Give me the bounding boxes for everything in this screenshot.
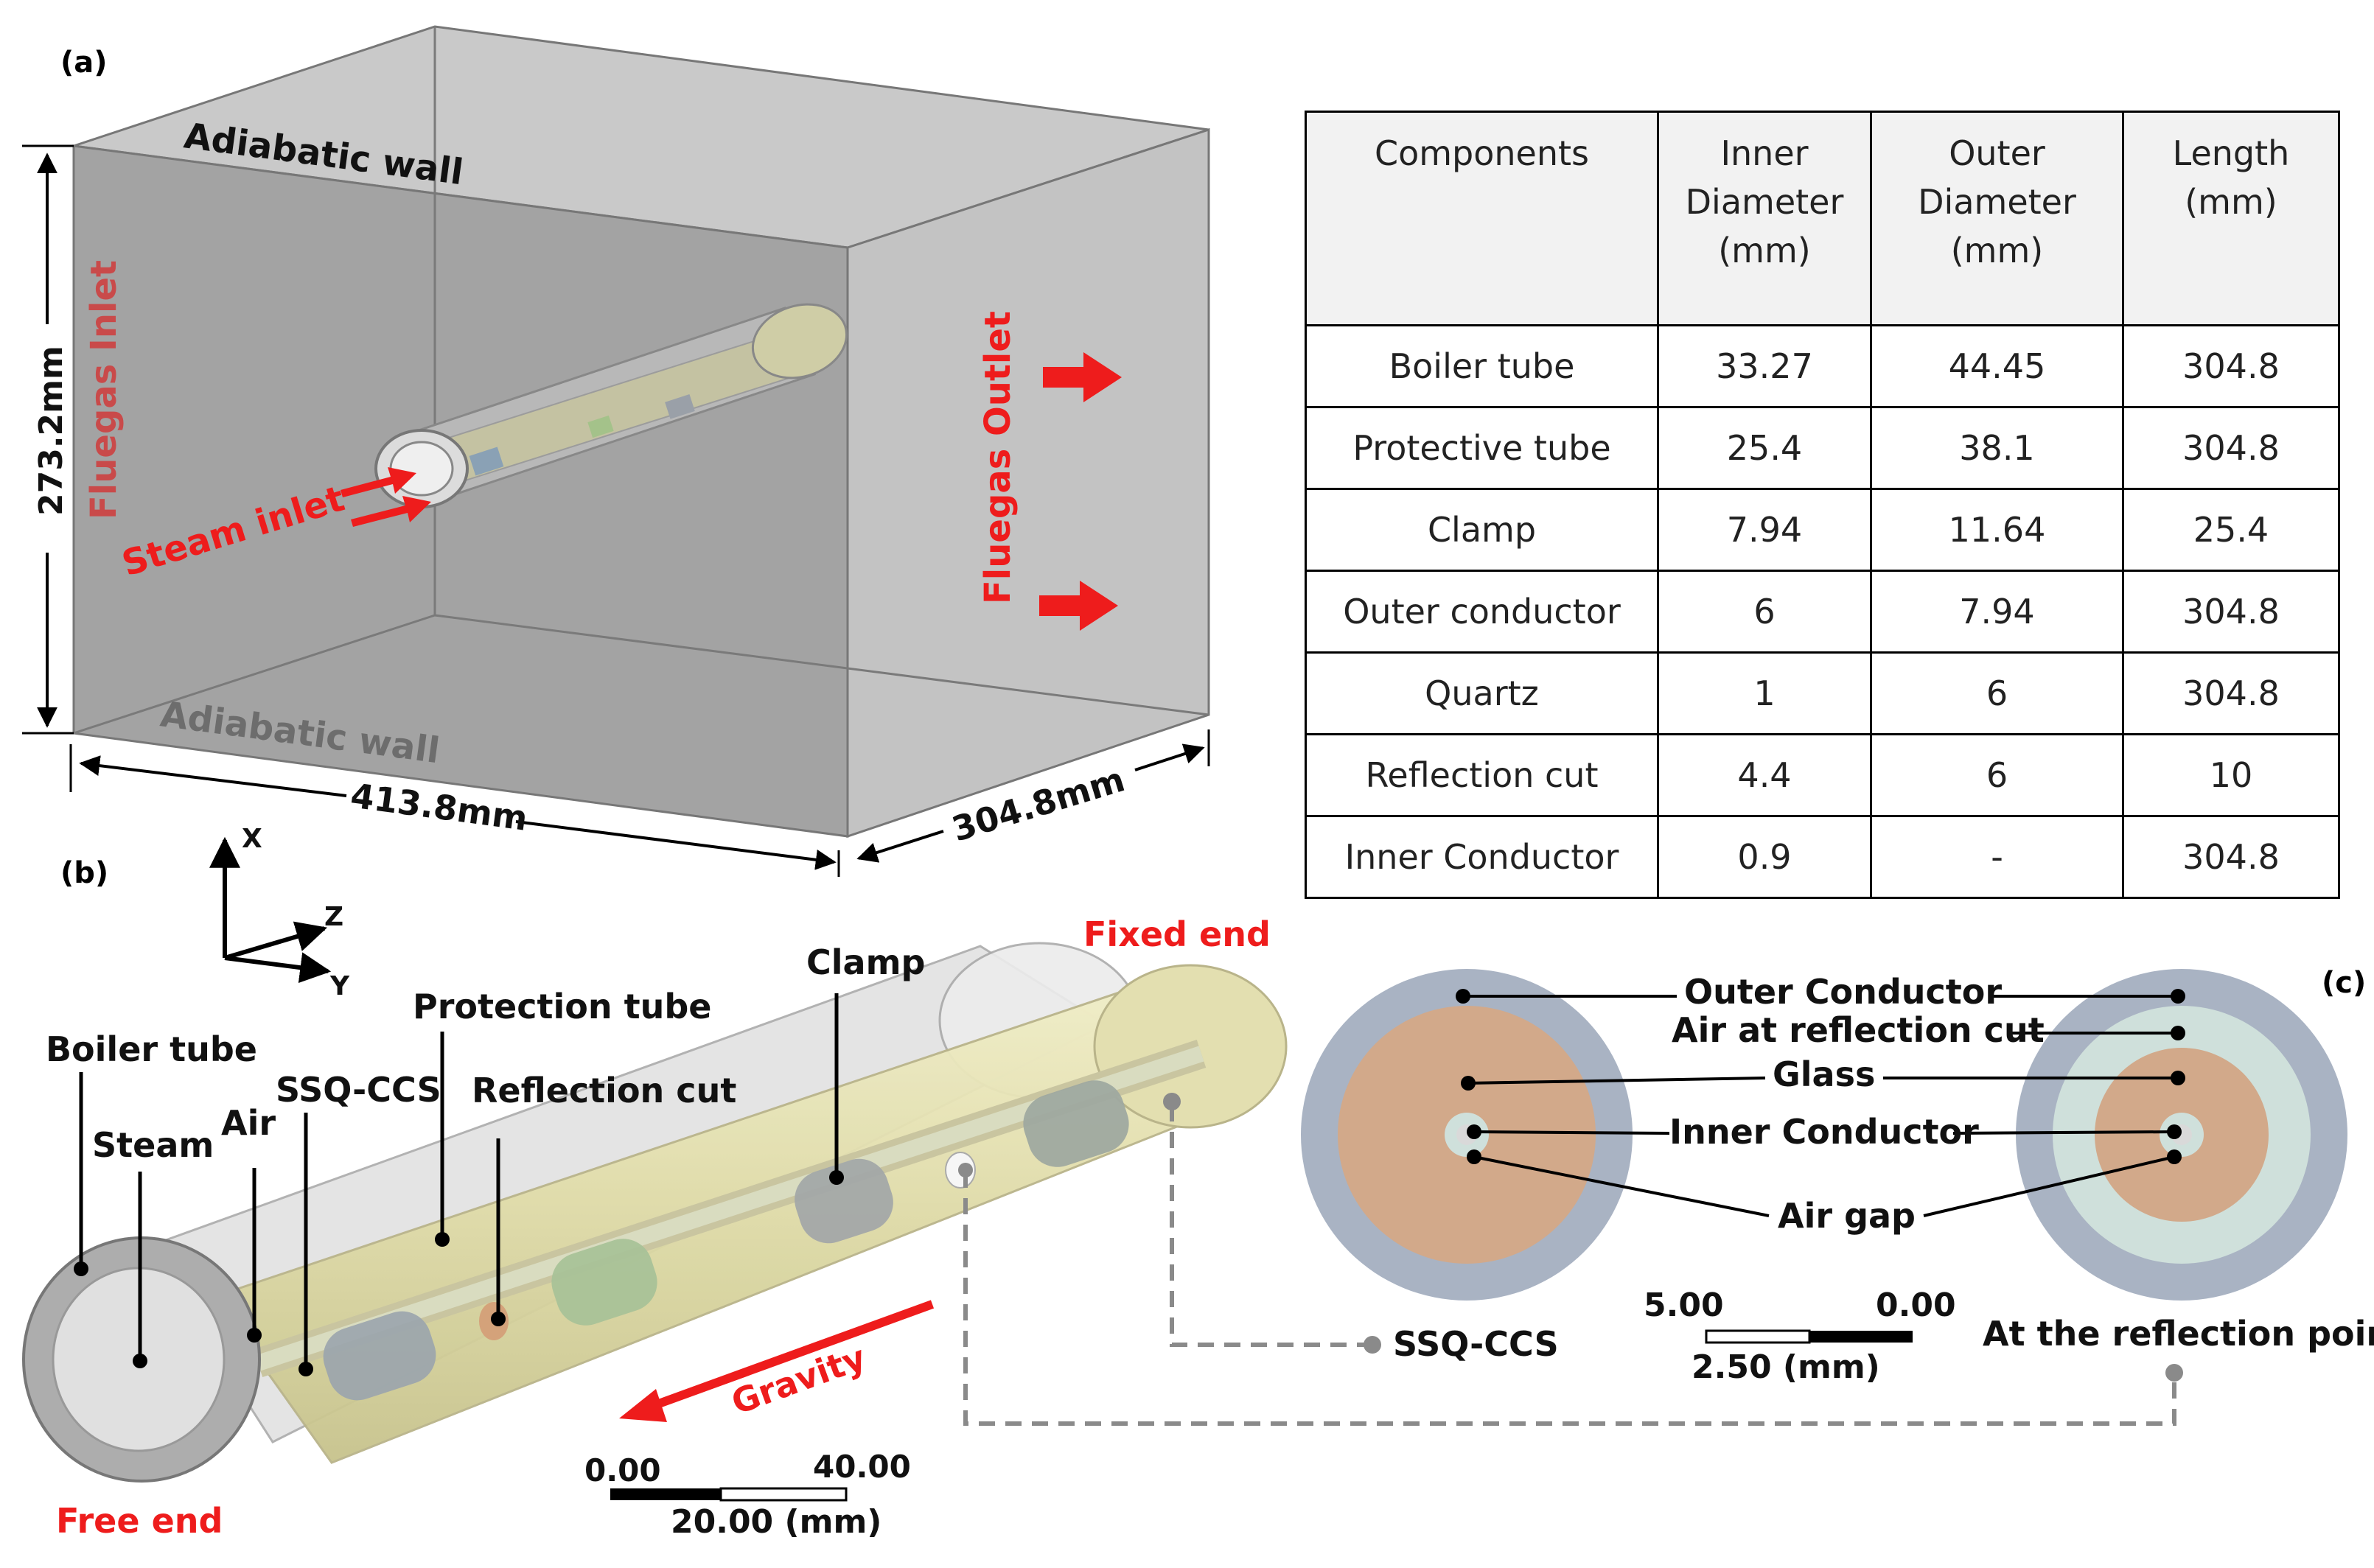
protection-tube-label: Protection tube	[413, 987, 711, 1026]
cell: 7.94	[1870, 570, 2124, 654]
cell: 304.8	[2122, 324, 2340, 408]
panel-b-leader-dots	[74, 1170, 844, 1376]
cross-section-ssq-ccs	[1301, 969, 1633, 1301]
air-label: Air	[221, 1103, 276, 1143]
reflection-point-caption: At the reflection point	[1983, 1314, 2374, 1354]
cell: 38.1	[1870, 406, 2124, 490]
air-at-reflection-cut-label: Air at reflection cut	[1672, 1010, 2045, 1050]
free-end-label: Free end	[56, 1501, 223, 1541]
cell: 44.45	[1870, 324, 2124, 408]
steam-arrows	[341, 467, 431, 527]
cross-section-reflection-point	[2016, 969, 2347, 1301]
panel-a-label: (a)	[60, 46, 108, 80]
cell: Quartz	[1305, 651, 1659, 735]
cell: 1	[1657, 651, 1872, 735]
fluegas-outlet-label: Fluegas Outlet	[977, 311, 1019, 604]
clamp-label: Clamp	[806, 942, 925, 982]
cell: Inner Conductor	[1305, 815, 1659, 899]
ssq-ccs-label: SSQ-CCS	[276, 1070, 441, 1110]
ssq-ccs-caption: SSQ-CCS	[1393, 1324, 1559, 1364]
cell: 33.27	[1657, 324, 1872, 408]
fluegas-outlet-arrow-bottom	[1039, 581, 1118, 631]
panel-b-label: (b)	[60, 856, 108, 890]
cell: Protective tube	[1305, 406, 1659, 490]
scale-c-black	[1809, 1331, 1913, 1343]
scale-b-mid: 20.00 (mm)	[671, 1503, 881, 1541]
cell: 25.4	[2122, 488, 2340, 572]
cell: Reflection cut	[1305, 733, 1659, 817]
air-gap-label: Air gap	[1778, 1196, 1916, 1236]
cell: 10	[2122, 733, 2340, 817]
steam-label: Steam	[92, 1125, 214, 1165]
scale-c-left: 5.00	[1644, 1287, 1724, 1324]
panel-c-leaders	[1463, 995, 2178, 1217]
cell: 6	[1870, 733, 2124, 817]
axis-y-label: Y	[329, 971, 350, 1001]
tube-assembly-3d	[374, 303, 848, 508]
cell: 304.8	[2122, 570, 2340, 654]
cell: Outer conductor	[1305, 570, 1659, 654]
header-components: Components	[1305, 111, 1659, 326]
panel-b-leaders	[79, 993, 839, 1369]
scale-b-right: 40.00	[813, 1449, 911, 1485]
cell: 25.4	[1657, 406, 1872, 490]
axis-x-label: X	[242, 824, 262, 854]
width-dim-arrow-right	[515, 820, 837, 870]
gravity-arrowhead	[619, 1389, 667, 1422]
specifications-table: Components Inner Diameter (mm) Outer Dia…	[1305, 111, 2340, 899]
reflection-cut-label: Reflection cut	[472, 1071, 736, 1110]
header-inner-diameter: Inner Diameter (mm)	[1657, 111, 1872, 326]
cell: Clamp	[1305, 488, 1659, 572]
tube-assembly-closeup	[22, 942, 1288, 1483]
scale-b-left: 0.00	[584, 1452, 661, 1488]
box-side-face	[846, 127, 1210, 839]
cell: 7.94	[1657, 488, 1872, 572]
fixed-end-label: Fixed end	[1083, 914, 1271, 954]
cell: -	[1870, 815, 2124, 899]
gravity-arrow	[646, 1300, 935, 1412]
scale-c-mid: 2.50 (mm)	[1692, 1348, 1880, 1386]
dashed-connectors	[963, 1105, 2176, 1426]
depth-dim-arrow-right	[1134, 743, 1205, 771]
cell: 6	[1870, 651, 2124, 735]
box-hidden-edge	[73, 614, 436, 735]
depth-dim-arrow-left	[856, 830, 944, 863]
cell: 304.8	[2122, 651, 2340, 735]
cell: 11.64	[1870, 488, 2124, 572]
scale-b-black	[610, 1488, 721, 1500]
scale-c-right: 0.00	[1876, 1287, 1956, 1324]
axis-z-label: Z	[324, 902, 343, 932]
fluegas-outlet-arrow-top	[1043, 352, 1122, 402]
cell: 304.8	[2122, 815, 2340, 899]
panel-c-label: (c)	[2322, 966, 2366, 1000]
inner-conductor-label: Inner Conductor	[1669, 1112, 1979, 1152]
scale-c-white	[1705, 1329, 1811, 1344]
glass-label: Glass	[1773, 1054, 1875, 1094]
cell: 6	[1657, 570, 1872, 654]
axis-triad	[209, 836, 332, 984]
height-dim-label: 273.2mm	[32, 346, 70, 516]
panel-c-leader-dots	[1456, 989, 2185, 1164]
outer-conductor-label: Outer Conductor	[1684, 972, 2002, 1012]
cell: 0.9	[1657, 815, 1872, 899]
fluegas-inlet-label: Fluegas Inlet	[83, 260, 125, 519]
cell: 4.4	[1657, 733, 1872, 817]
cell: 304.8	[2122, 406, 2340, 490]
table-header-row: Components Inner Diameter (mm) Outer Dia…	[1305, 111, 2340, 326]
width-dim-arrow-left	[79, 755, 347, 797]
header-length: Length (mm)	[2122, 111, 2340, 326]
cell: Boiler tube	[1305, 324, 1659, 408]
header-outer-diameter: Outer Diameter (mm)	[1870, 111, 2124, 326]
scale-b-white	[719, 1487, 848, 1502]
boiler-tube-label: Boiler tube	[46, 1029, 257, 1069]
